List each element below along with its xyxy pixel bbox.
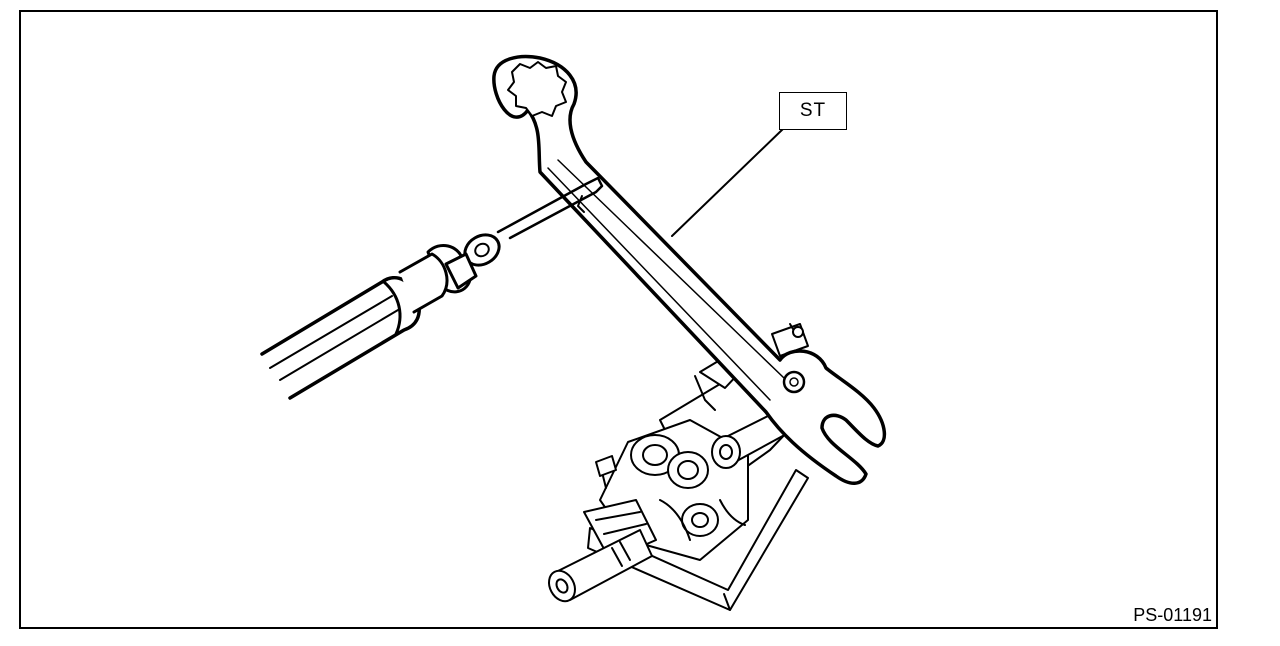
wrench-pivot-pin [782,370,806,394]
scale-hook [496,176,604,240]
spring-scale [260,176,604,400]
figure-code: PS-01191 [1133,605,1212,625]
wrench-ring-opening [507,61,567,117]
special-tool-callout: ST [779,92,847,130]
figure-frame [19,10,1218,629]
st-leader-line [671,127,785,237]
rack-shaft-end [548,569,576,603]
special-tool-wrench [492,54,887,485]
rack-shaft [555,529,653,601]
